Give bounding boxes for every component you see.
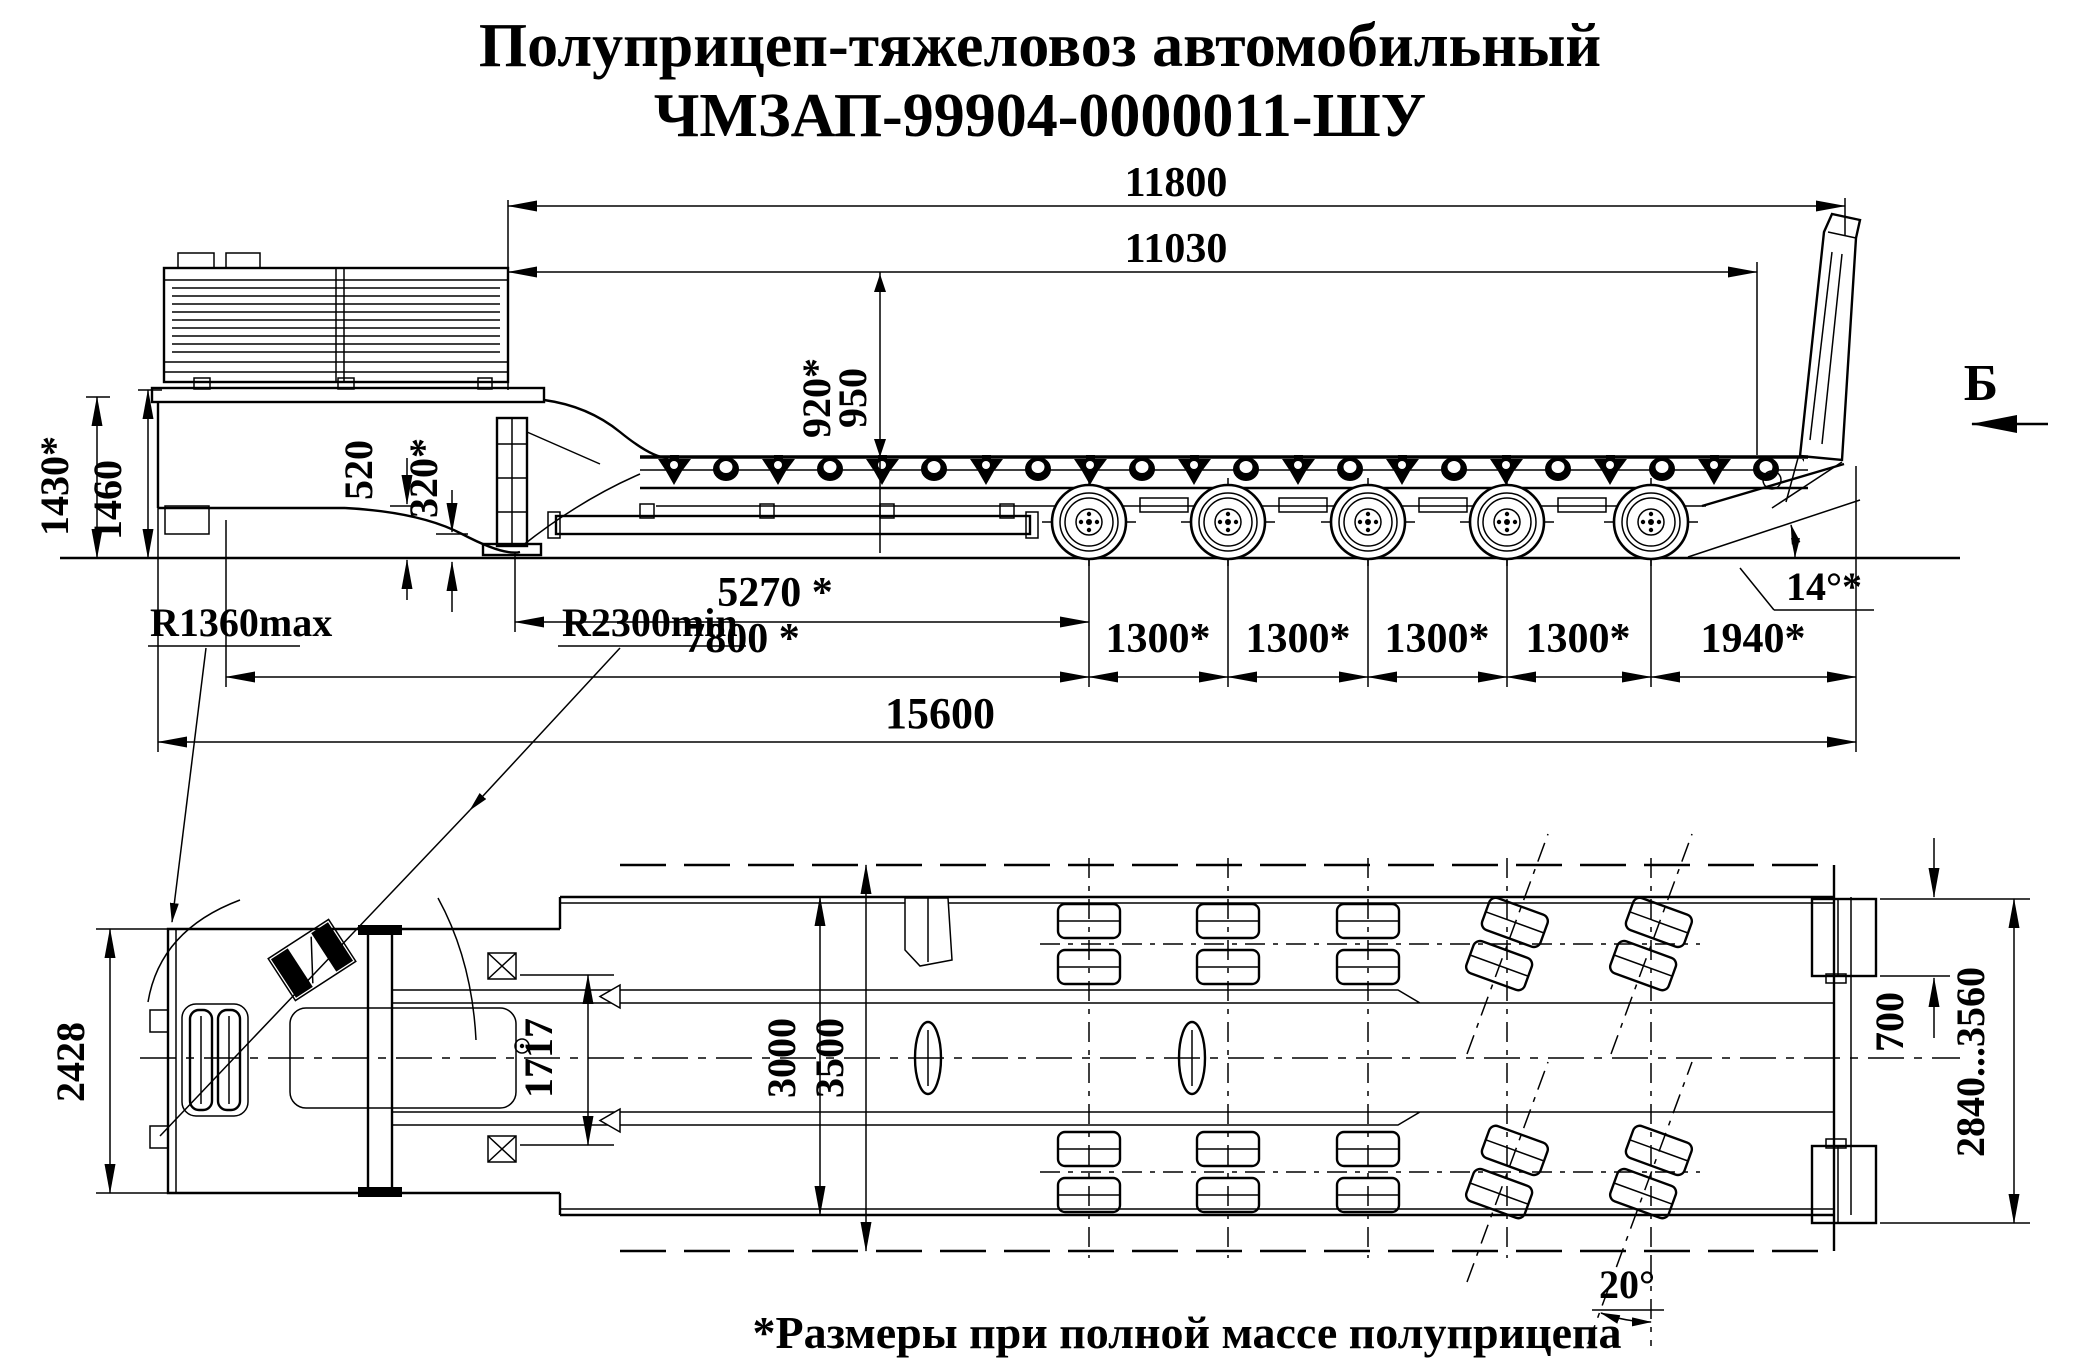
deck-height-dimension: 920* 950	[794, 272, 886, 553]
front-rack	[162, 252, 510, 384]
drawing-model-number: ЧМЗАП-99904-0000011-ШУ	[654, 82, 1426, 150]
dim-gooseneck-height-empty: 1460	[85, 460, 130, 540]
dim-deck-height-laden: 920*	[794, 358, 839, 438]
dim-axle-spacing-4: 1300*	[1526, 616, 1631, 662]
lower-dimensions: 5270 * 7800 * 1300* 1300* 1300* 1300* 19…	[157, 466, 1857, 752]
dim-front-to-first-axle: 7800 *	[684, 616, 800, 662]
dim-gooseneck-height-laden: 1430*	[32, 436, 77, 536]
dim-axle-steer-angle: 20°	[1599, 1262, 1655, 1307]
dim-axle-spacing-2: 1300*	[1246, 616, 1351, 662]
dim-axle-spacing-1: 1300*	[1106, 616, 1211, 662]
platform-plan	[558, 863, 1852, 1253]
top-view-dimensions: 2428 1717 3000 3500 700 2840...3560	[48, 838, 2030, 1252]
dim-departure-angle: 14°*	[1786, 564, 1862, 609]
dim-ramp-width: 700	[1867, 992, 1912, 1052]
dim-deck-length: 11030	[1125, 226, 1228, 272]
dim-gooseneck-swing-radius: R1360max	[150, 600, 332, 645]
view-direction-b: Б	[1964, 355, 2048, 433]
title-block: Полуприцеп-тяжеловоз автомобильный ЧМЗАП…	[479, 12, 1601, 150]
dim-frame-ground-clearance: 520	[336, 440, 381, 500]
dim-overall-length: 15600	[885, 689, 995, 738]
dim-deck-height-empty: 950	[830, 368, 875, 428]
dim-frame-width: 1717	[516, 1018, 561, 1098]
dim-neck-ground-clearance: 320*	[401, 438, 446, 518]
loading-ramps-plan	[1810, 897, 1878, 1225]
clearance-dimensions: 520 320*	[336, 438, 468, 612]
dim-axle-spacing-3: 1300*	[1385, 616, 1490, 662]
dim-platform-width-widened: 3500	[807, 1018, 852, 1098]
dim-frame-length: 11800	[1125, 160, 1228, 206]
steer-angle-callout: 20°	[1592, 1258, 1664, 1346]
landing-leg	[481, 416, 601, 557]
top-view: 2428 1717 3000 3500 700 2840...3560 R136…	[48, 600, 2030, 1346]
tie-down-hooks	[648, 453, 1804, 495]
kingpin	[514, 1038, 530, 1054]
dim-rear-overhang: 1940*	[1701, 616, 1806, 662]
dim-platform-width: 3000	[759, 1018, 804, 1098]
departure-line	[1687, 499, 1861, 558]
side-view: 14°* 11800 11030 920* 950	[32, 160, 2048, 752]
wheels-plan	[1040, 833, 1700, 1345]
dim-gooseneck-width: 2428	[48, 1022, 93, 1102]
dim-ramp-track-range: 2840...3560	[1948, 967, 1993, 1157]
dim-kingpin-to-first-axle: 5270 *	[717, 570, 833, 616]
footnote: *Размеры при полной массе полуприцепа	[752, 1307, 1621, 1358]
dim-tractor-clearance-radius: R2300min	[562, 600, 738, 645]
upper-dimensions: 11800 11030	[507, 160, 1846, 455]
view-label-b: Б	[1964, 355, 1998, 412]
road-wheels	[1040, 476, 1700, 568]
rear-ramp	[1687, 212, 1862, 558]
departure-angle-callout: 14°*	[1739, 524, 1874, 611]
gooseneck-height-dimensions: 1430* 1460	[32, 389, 162, 559]
frame-beams-plan	[392, 983, 1834, 1134]
drawing-title: Полуприцеп-тяжеловоз автомобильный	[479, 12, 1601, 80]
turn-radius-callouts: R1360max R2300min	[147, 600, 746, 1137]
